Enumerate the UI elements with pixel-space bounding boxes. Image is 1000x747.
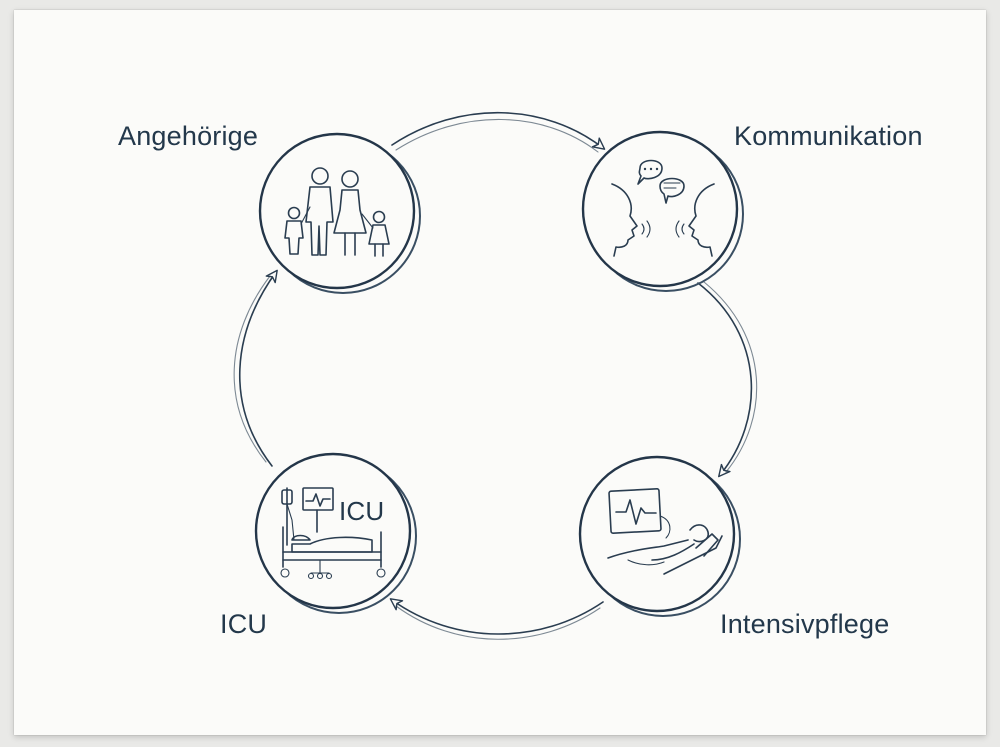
paper-background [14, 10, 986, 735]
label-angehoerige: Angehörige [118, 121, 259, 151]
family-icon [284, 167, 390, 257]
arrow-icu-to-angehoerige [233, 269, 278, 467]
arrow-angehoerige-to-kommunikation [391, 111, 606, 153]
arrow-intensivpflege-to-icu [389, 598, 604, 640]
label-icu: ICU [220, 609, 268, 639]
node-intensivpflege [578, 455, 741, 617]
icu-bed-icon [280, 487, 386, 580]
node-angehoerige [258, 132, 421, 294]
icu-inner-text: ICU [339, 496, 385, 526]
node-icu [254, 452, 417, 614]
patient-monitor-icon [607, 488, 723, 575]
label-kommunikation: Kommunikation [734, 121, 923, 151]
label-intensivpflege: Intensivpflege [720, 609, 890, 639]
arrow-kommunikation-to-intensivpflege [697, 281, 758, 478]
node-kommunikation [581, 130, 744, 292]
conversation-icon [611, 159, 715, 257]
